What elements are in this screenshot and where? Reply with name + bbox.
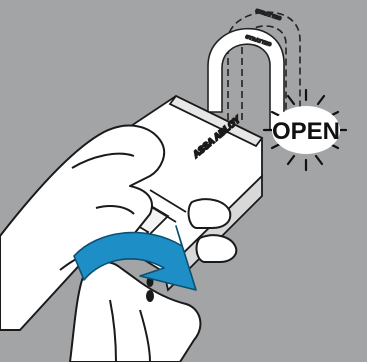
open-label: OPEN: [272, 118, 340, 145]
